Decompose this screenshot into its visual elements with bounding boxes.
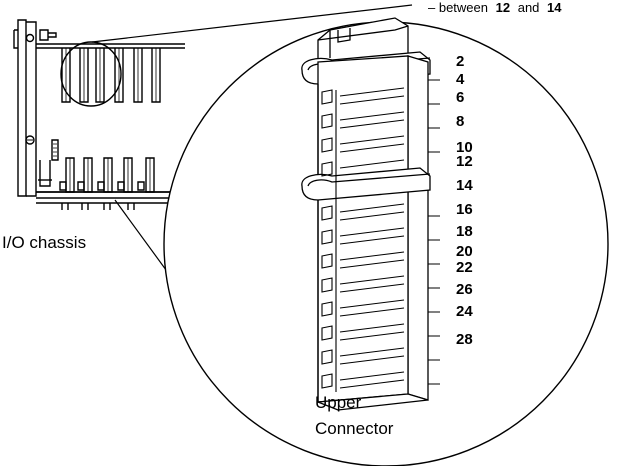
header-note-first-value: 12	[496, 0, 510, 15]
pin-number: 6	[456, 89, 464, 106]
pin-number: 18	[456, 223, 473, 240]
pin-number: 22	[456, 259, 473, 276]
pin-number: 16	[456, 201, 473, 218]
header-note: – between 12 and 14	[428, 0, 562, 15]
header-note-joiner: and	[518, 0, 540, 15]
io-chassis-drawing	[13, 19, 185, 210]
pin-number: 10	[456, 139, 473, 156]
header-note-second-value: 14	[547, 0, 562, 15]
pin-number: 24	[456, 303, 473, 320]
chassis-label: I/O chassis	[2, 233, 86, 252]
pin-number: 8	[456, 113, 464, 130]
magnify-source-circle	[60, 41, 122, 107]
header-note-prefix: – between	[428, 0, 488, 15]
magnify-line-top	[91, 4, 413, 43]
pin-number: 4	[456, 71, 465, 88]
pin-number: 2	[456, 53, 464, 70]
upper-connector-block	[301, 17, 431, 411]
pin-number: 28	[456, 331, 473, 348]
pin-number: 12	[456, 153, 473, 170]
pin-number-column: 2 4 6 8 10 12 14 16 18 20 22 26 24 28	[456, 53, 473, 348]
pin-number: 14	[456, 177, 473, 194]
pin-number: 20	[456, 243, 473, 260]
connector-terminals	[321, 79, 440, 392]
connector-label-line1: Upper	[315, 393, 362, 412]
pin-number: 26	[456, 281, 473, 298]
connector-label-line2: Connector	[315, 419, 394, 438]
